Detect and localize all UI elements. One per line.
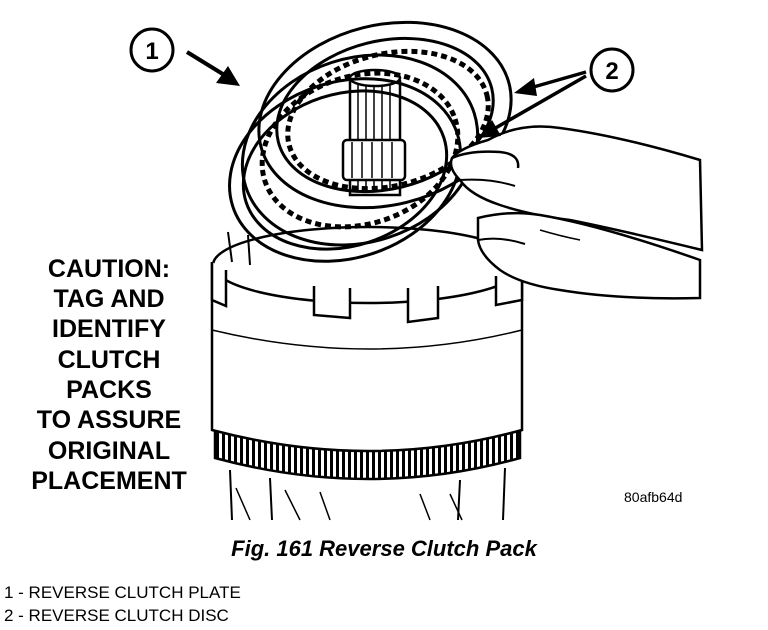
clutch-rings — [228, 20, 513, 263]
callout-1: 1 — [129, 27, 240, 86]
legend-item: 2 - REVERSE CLUTCH DISC — [4, 606, 229, 625]
image-code: 80afb64d — [624, 489, 683, 505]
caution-line: TAG AND — [53, 285, 165, 313]
caution-line: PLACEMENT — [31, 467, 187, 495]
callout-2: 2 — [478, 47, 635, 138]
caution-line: IDENTIFY — [52, 315, 166, 343]
caution-line: ORIGINAL — [47, 437, 171, 465]
legend-item: 1 - REVERSE CLUTCH PLATE — [4, 583, 241, 602]
caution-line: CLUTCH — [57, 346, 161, 374]
caution-line: CAUTION: — [47, 255, 171, 283]
hands — [449, 125, 704, 300]
svg-text:2: 2 — [605, 58, 618, 85]
input-shaft — [341, 68, 407, 197]
clutch-drum — [210, 225, 525, 521]
figure-caption: Fig. 161 Reverse Clutch Pack — [231, 536, 537, 561]
caution-line: PACKS — [66, 376, 152, 404]
svg-text:1: 1 — [145, 38, 158, 65]
caution-line: TO ASSURE — [36, 406, 182, 434]
